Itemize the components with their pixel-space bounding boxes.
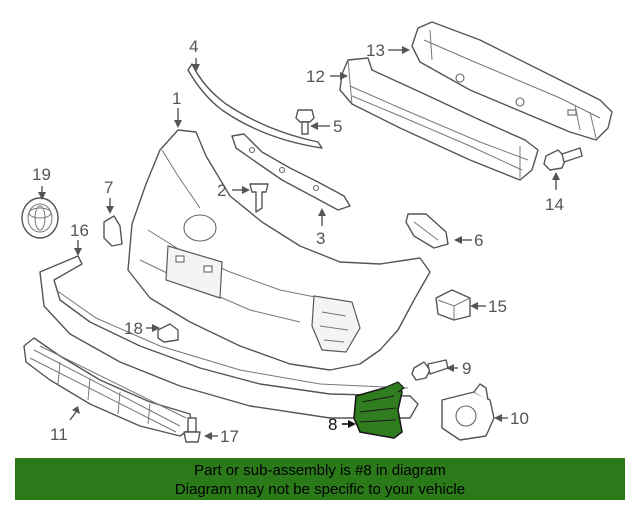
- callout-17: 17: [220, 427, 239, 446]
- callout-15: 15: [488, 297, 507, 316]
- part-1-bumper-cover[interactable]: [127, 129, 431, 371]
- part-7-bracket[interactable]: [103, 215, 123, 247]
- callout-9: 9: [462, 359, 471, 378]
- part-3-retainer-bracket[interactable]: [231, 133, 351, 211]
- part-13-reinforcement-beam[interactable]: [411, 21, 613, 141]
- callout-13: 13: [366, 41, 385, 60]
- callout-1: 1: [172, 89, 181, 108]
- part-2-clip[interactable]: [249, 183, 269, 213]
- callout-2: 2: [217, 181, 226, 200]
- banner-line-part-number: Part or sub-assembly is #8 in diagram: [194, 462, 446, 479]
- callout-19: 19: [32, 165, 51, 184]
- part-10-fog-lamp[interactable]: [441, 383, 495, 441]
- callout-labels: 4 1 5 2 3 6 13 12 14 15 19 7 16 18 11 17…: [32, 37, 564, 446]
- callout-10: 10: [510, 409, 529, 428]
- callout-8-highlighted: 8: [328, 415, 337, 434]
- part-9-bolt[interactable]: [411, 359, 449, 381]
- callout-12: 12: [306, 67, 325, 86]
- fitment-notice-banner: Part or sub-assembly is #8 in diagram Di…: [15, 458, 625, 500]
- part-6-side-bracket[interactable]: [405, 213, 449, 249]
- part-14-bolt[interactable]: [543, 147, 583, 171]
- callout-7: 7: [104, 178, 113, 197]
- part-11-lower-grille[interactable]: [23, 337, 193, 437]
- callout-11: 11: [50, 425, 68, 444]
- banner-line-disclaimer: Diagram may not be specific to your vehi…: [174, 481, 466, 498]
- callout-14: 14: [545, 195, 564, 214]
- callout-16: 16: [70, 221, 89, 240]
- part-15-cover[interactable]: [435, 289, 471, 321]
- callout-6: 6: [474, 231, 483, 250]
- callout-4: 4: [189, 37, 198, 56]
- callout-leaders: [38, 46, 560, 440]
- part-18-clip[interactable]: [157, 323, 179, 343]
- part-4-molding-strip[interactable]: [187, 63, 323, 149]
- callout-3: 3: [316, 229, 325, 248]
- part-5-bolt[interactable]: [295, 109, 315, 135]
- part-19-emblem[interactable]: [21, 197, 59, 239]
- part-17-bolt[interactable]: [183, 417, 201, 443]
- callout-5: 5: [333, 117, 342, 136]
- part-8-fog-lamp-bezel-highlighted[interactable]: [353, 381, 405, 439]
- callout-18: 18: [124, 319, 143, 338]
- part-12-energy-absorber[interactable]: [339, 57, 539, 181]
